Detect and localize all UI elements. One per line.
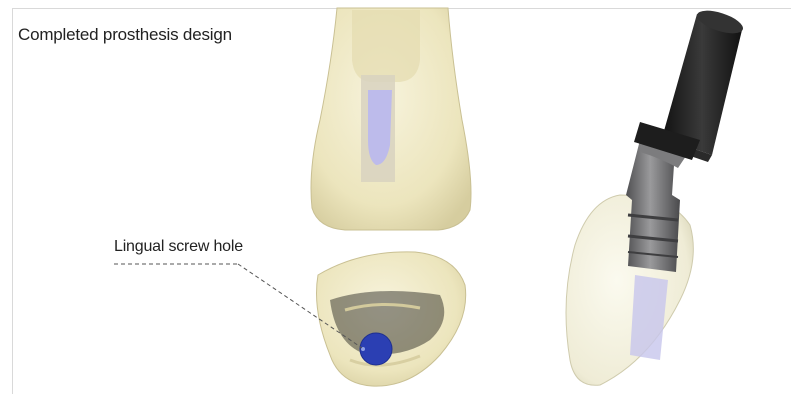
screwdriver [634, 6, 746, 162]
side-crown-view [566, 6, 746, 385]
labial-crown-view [311, 8, 471, 230]
lingual-crown-view [317, 252, 466, 386]
side-screw-channel [630, 275, 668, 360]
callout-label: Lingual screw hole [114, 238, 243, 256]
